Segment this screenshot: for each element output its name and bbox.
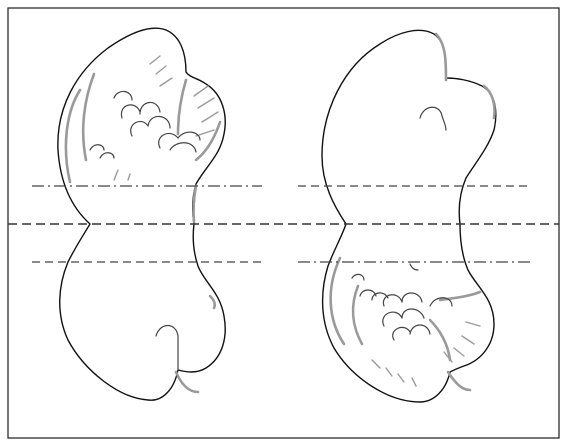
right-shape [322,30,496,402]
left-shape-outline [58,28,225,400]
left-shade-bottom [176,372,198,392]
left-shade-waist [194,186,196,222]
right-shade-bottom [448,372,470,390]
left-shape [58,28,225,400]
right-shape-outline [322,30,496,402]
